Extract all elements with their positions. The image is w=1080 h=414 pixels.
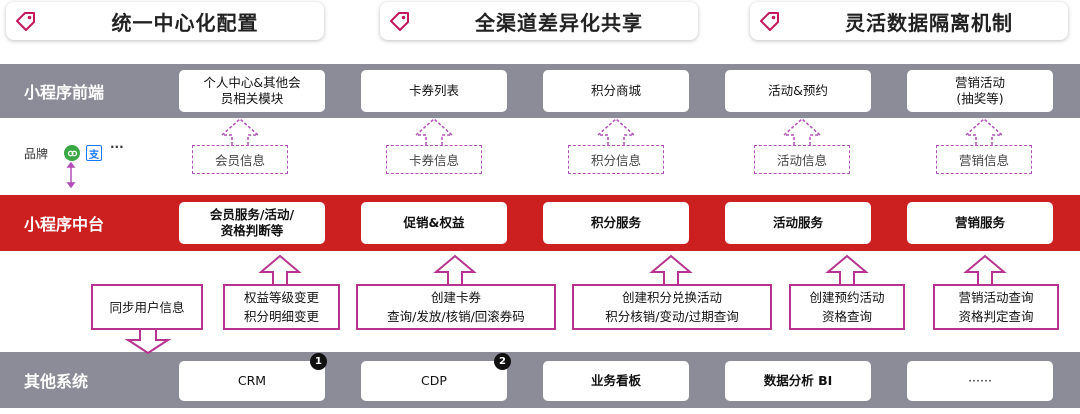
service-promotion: 促销&权益 — [361, 202, 507, 244]
brand-label: 品牌 — [24, 147, 49, 161]
op-create-booking: 创建预约活动 资格查询 — [789, 284, 905, 330]
service-member: 会员服务/活动/ 资格判断等 — [179, 202, 325, 244]
service-points: 积分服务 — [543, 202, 689, 244]
alipay-icon: 支 — [86, 145, 102, 161]
system-cdp: CDP — [361, 361, 507, 401]
sync-down-arrow — [124, 330, 172, 355]
frontend-layer-title: 小程序前端 — [24, 83, 105, 102]
frontend-module-marketing: 营销活动 (抽奖等) — [907, 70, 1053, 112]
wechat-icon — [64, 145, 80, 161]
tag-icon — [750, 2, 790, 40]
header-title: 全渠道差异化共享 — [475, 10, 643, 35]
solid-up-arrow — [825, 254, 869, 284]
info-coupon: 卡券信息 — [386, 145, 482, 174]
other-systems-title: 其他系统 — [24, 372, 89, 391]
frontend-module-member-center: 个人中心&其他会 员相关模块 — [179, 70, 325, 112]
badge-1: 1 — [310, 353, 327, 370]
op-create-coupon: 创建卡券 查询/发放/核销/回滚券码 — [356, 284, 556, 330]
system-more: ······ — [907, 361, 1053, 401]
system-business-dashboard: 业务看板 — [543, 361, 689, 401]
frontend-module-activity-booking: 活动&预约 — [725, 70, 871, 112]
dashed-up-arrow — [596, 117, 636, 145]
dashed-up-arrow — [414, 117, 454, 145]
op-marketing-query: 营销活动查询 资格判定查询 — [933, 284, 1059, 330]
frontend-module-points-mall: 积分商城 — [543, 70, 689, 112]
service-marketing: 营销服务 — [907, 202, 1053, 244]
solid-up-arrow — [649, 254, 693, 284]
service-activity: 活动服务 — [725, 202, 871, 244]
info-member: 会员信息 — [192, 145, 288, 174]
header-pill-omnichannel-share: 全渠道差异化共享 — [380, 2, 698, 40]
header-title: 统一中心化配置 — [111, 10, 259, 35]
op-create-points-exchange: 创建积分兑换活动 积分核销/变动/过期查询 — [572, 284, 772, 330]
brand-more: ··· — [110, 140, 124, 154]
system-bi: 数据分析 BI — [725, 361, 871, 401]
frontend-module-coupon-list: 卡券列表 — [361, 70, 507, 112]
system-crm: CRM — [179, 361, 325, 401]
info-marketing: 营销信息 — [936, 145, 1032, 174]
info-points: 积分信息 — [568, 145, 664, 174]
brand-link-arrowhead — [66, 161, 76, 168]
op-sync-user-info: 同步用户信息 — [91, 284, 203, 330]
badge-2: 2 — [494, 353, 511, 370]
tag-icon — [6, 2, 46, 40]
op-benefit-level-change: 权益等级变更 积分明细变更 — [223, 284, 340, 330]
header-pill-data-isolation: 灵活数据隔离机制 — [750, 2, 1068, 40]
header-pill-centralized-config: 统一中心化配置 — [6, 2, 324, 40]
dashed-up-arrow — [782, 117, 822, 145]
dashed-up-arrow — [964, 117, 1004, 145]
middle-platform-title: 小程序中台 — [24, 215, 105, 234]
brand-link-arrowhead — [66, 182, 76, 189]
tag-icon — [380, 2, 420, 40]
info-activity: 活动信息 — [754, 145, 850, 174]
dashed-up-arrow — [220, 117, 260, 145]
header-title: 灵活数据隔离机制 — [845, 10, 1013, 35]
solid-up-arrow — [433, 254, 477, 284]
solid-up-arrow — [963, 254, 1007, 284]
solid-up-arrow — [258, 254, 302, 284]
